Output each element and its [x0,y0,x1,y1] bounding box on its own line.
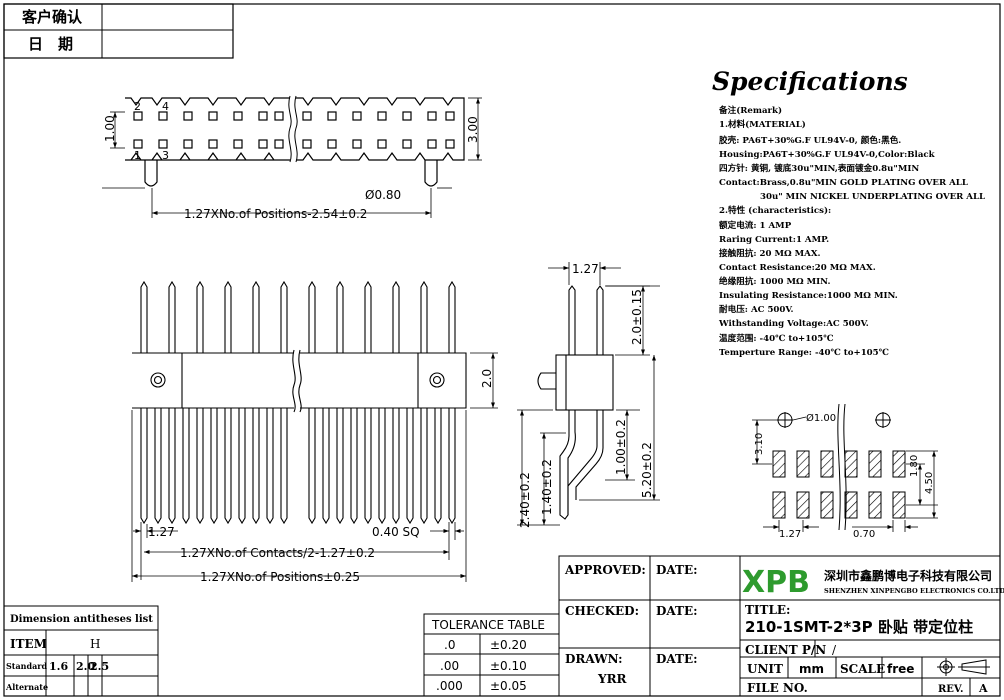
scale-label: SCALE [840,662,885,676]
dim-pcb-180: 1.80 [909,455,920,477]
spec-line: 胶壳: PA6T+30%G.F UL94V-0, 颜色:黑色. [719,134,901,146]
spec-line: 接触阻抗: 20 MΩ MAX. [719,247,821,259]
checked-label: CHECKED: [565,604,639,618]
customer-confirm-label: 客户确认 [21,8,83,26]
dim-pcb-127: 1.27 [779,529,801,540]
date-label-2: DATE: [656,604,698,618]
standard-value-1: 1.6 [49,660,68,673]
dim-top-height: 1.00 [103,115,117,142]
dim-side-pitch: 1.27 [572,262,599,276]
spec-line: 温度范围: -40℃ to+105℃ [719,332,834,344]
spec-line: 2.特性 (characteristics): [719,204,831,216]
dim-pcb-450: 4.50 [924,472,935,494]
client-pn-label: CLIENT P/N [745,643,826,657]
title-block [558,555,1001,697]
standard-value-2: 2.0 [76,660,95,673]
spec-line: Contact:Brass,0.8u"MIN GOLD PLATING OVER… [719,178,968,188]
specifications-block: Specifications 备注(Remark) 1.材料(MATERIAL)… [712,67,985,358]
pin-label-3: 3 [162,149,169,162]
tolerance-digits-2: .00 [440,659,459,673]
tolerance-value-3: ±0.05 [490,679,527,693]
spec-line: Contact Resistance:20 MΩ MAX. [719,263,876,273]
dim-front-pitch: 1.27 [148,525,175,539]
dim-side-a: 2.40±0.2 [518,472,532,528]
date-label-3: DATE: [656,652,698,666]
unit-label: UNIT [747,662,783,676]
dim-pcb-hole: Ø1.00 [806,412,836,424]
tolerance-digits-3: .000 [436,679,463,693]
dimension-list-table [3,605,159,697]
tolerance-value-2: ±0.10 [490,659,527,673]
alternate-label: Alternate [5,682,48,692]
spec-line: 耐电压: AC 500V. [719,303,794,315]
spec-line: Housing:PA6T+30%G.F UL94V-0,Color:Black [719,150,936,160]
spec-line: 备注(Remark) [718,104,782,116]
spec-line: Insulating Resistance:1000 MΩ MIN. [719,291,898,301]
pcb-layout [752,403,938,532]
spec-line: Withstanding Voltage:AC 500V. [718,319,869,329]
dim-contacts: 1.27XNo.of Contacts/2-1.27±0.2 [180,546,375,560]
spec-line: 1.材料(MATERIAL) [719,118,806,130]
client-pn-value: / [832,643,837,657]
dim-peg-diameter: Ø0.80 [365,188,401,202]
customer-confirm-box: 客户确认 日 期 [3,3,234,59]
tolerance-digits-1: .0 [444,638,455,652]
unit-value: mm [799,662,824,676]
item-label: ITEM [10,637,47,651]
spec-line: 30u" MIN NICKEL UNDERPLATING OVER ALL [760,192,985,202]
file-no-label: FILE NO. [747,681,808,695]
dim-side-c: 1.00±0.2 [614,419,628,475]
dim-positions: 1.27XNo.of Positions±0.25 [200,570,360,584]
date-label: 日 期 [28,35,73,53]
top-view [102,95,482,218]
rev-value: A [978,682,988,695]
spec-title: Specifications [712,67,908,96]
front-view [131,280,498,582]
company-name-cn: 深圳市鑫鹏博电子科技有限公司 [824,568,992,583]
drawn-label: DRAWN: [565,652,623,666]
tolerance-title: TOLERANCE TABLE [431,618,545,632]
pin-label-2: 2 [134,100,141,113]
spec-line: Temperture Range: -40℃ to+105℃ [719,348,889,358]
dim-side-d: 5.20±0.2 [640,442,654,498]
dim-pcb-310: 3.10 [754,433,765,455]
spec-line: 额定电流: 1 AMP [719,219,792,231]
drawn-by: YRR [597,672,628,686]
tolerance-value-1: ±0.20 [490,638,527,652]
drawing-title: 210-1SMT-2*3P 卧贴 带定位柱 [745,618,973,636]
company-name-en: SHENZHEN XINPENGBO ELECTRONICS CO.LTD [824,587,1004,595]
title-label: TITLE: [745,603,791,617]
side-view [517,262,660,526]
scale-value: free [887,662,914,676]
dim-body-height: 2.0 [480,369,494,388]
rev-label: REV. [938,684,963,695]
dim-side-top: 2.0±0.15 [630,289,644,345]
pin-label-1: 1 [134,149,141,162]
dim-pcb-070: 0.70 [853,529,875,540]
standard-label: Standard [6,661,47,671]
pin-label-4: 4 [162,100,169,113]
dimension-list-title: Dimension antitheses list [10,614,153,625]
dim-side-b: 1.40±0.2 [540,459,554,515]
spec-line: 绝缘阻抗: 1000 MΩ MIN. [719,275,830,287]
approved-label: APPROVED: [564,563,646,577]
dim-pin-square: 0.40 SQ [372,525,420,539]
spec-line: Raring Current:1 AMP. [719,235,829,245]
spec-line: 四方针: 黄铜, 镀底30u"MIN,表面镀金0.8u"MIN [719,162,919,174]
company-logo: XPB [742,565,810,600]
dim-top-total: 3.00 [466,116,480,143]
item-value: H [90,637,100,651]
date-label-1: DATE: [656,563,698,577]
dim-top-length: 1.27XNo.of Positions-2.54±0.2 [184,207,367,221]
standard-value-3: 2.5 [90,660,109,673]
